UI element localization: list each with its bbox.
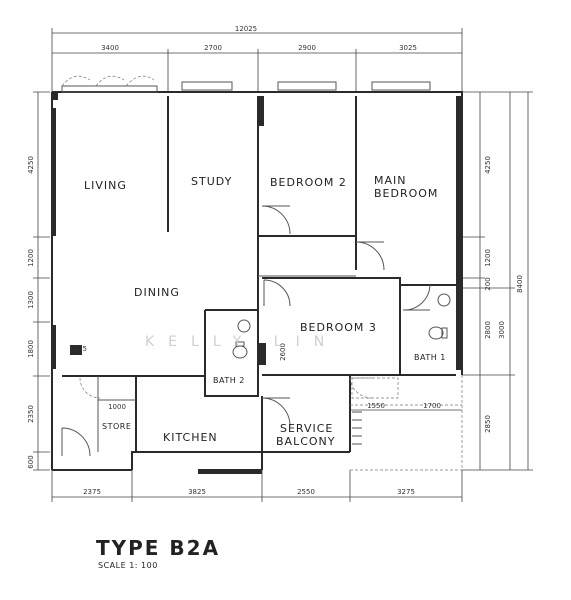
- dim-top-2: 2700: [204, 44, 222, 52]
- room-label-bedroom-2: BEDROOM 2: [270, 176, 347, 189]
- room-label-dining: DINING: [134, 286, 180, 299]
- room-label-bath-1: BATH 1: [414, 353, 446, 362]
- room-label-main-bedroom-line1: MAIN: [374, 174, 407, 187]
- room-label-study: STUDY: [191, 175, 232, 188]
- room-label-balcony: BALCONY: [276, 435, 336, 448]
- dim-left-1: 4250: [27, 156, 35, 174]
- service-balcony-steps: [352, 411, 362, 445]
- bottom-dimension-lines: [51, 470, 463, 502]
- room-label-kitchen: KITCHEN: [163, 431, 218, 444]
- windows: [61, 75, 431, 93]
- dim-top-4: 3025: [399, 44, 417, 52]
- dim-inner-2600: 2600: [279, 343, 287, 361]
- door-swings: [61, 205, 431, 457]
- service-balcony-grille: [351, 377, 399, 399]
- scale-label: SCALE 1: 100: [98, 561, 158, 570]
- dim-top-total: 12025: [235, 25, 257, 33]
- watermark: KELLY LIN: [145, 334, 338, 350]
- top-dimension-lines: [51, 28, 463, 92]
- dim-inner-1000: 1000: [108, 403, 126, 411]
- dim-top-3: 2900: [298, 44, 316, 52]
- room-label-living: LIVING: [84, 179, 127, 192]
- interior-walls: [62, 96, 456, 452]
- columns: [52, 92, 462, 474]
- right-dimension-lines: [462, 91, 533, 471]
- dim-bottom-2: 3825: [188, 488, 206, 496]
- bath-fixtures: [232, 293, 451, 359]
- plan-title: TYPE B2A: [96, 536, 221, 560]
- room-label-main-bedroom-line2: BEDROOM: [374, 187, 438, 200]
- dim-top-1: 3400: [101, 44, 119, 52]
- dim-bottom-3: 2550: [297, 488, 315, 496]
- room-label-service: SERVICE: [280, 422, 333, 435]
- dim-right-1: 4250: [484, 156, 492, 174]
- dim-right-5: 2850: [484, 415, 492, 433]
- dim-inner-1225: 1225: [69, 345, 87, 353]
- dim-left-2: 1200: [27, 249, 35, 267]
- dim-right-3: 200: [484, 277, 492, 290]
- dim-right-4: 2800: [484, 321, 492, 339]
- dim-inner-1550: 1550: [367, 402, 385, 410]
- room-label-bath-2: BATH 2: [213, 376, 245, 385]
- dim-right-2: 1200: [484, 249, 492, 267]
- dim-bottom-4: 3275: [397, 488, 415, 496]
- dim-right-mid: 3000: [498, 321, 506, 339]
- dim-left-3: 1300: [27, 291, 35, 309]
- dim-left-5: 2350: [27, 405, 35, 423]
- room-label-bedroom-3: BEDROOM 3: [300, 321, 377, 334]
- left-dimension-lines: [33, 91, 50, 471]
- dim-inner-1700: 1700: [423, 402, 441, 410]
- dim-left-6: 600: [27, 455, 35, 468]
- dim-left-4: 1800: [27, 340, 35, 358]
- dim-right-total: 8400: [516, 275, 524, 293]
- dim-bottom-1: 2375: [83, 488, 101, 496]
- room-label-store: STORE: [102, 422, 131, 431]
